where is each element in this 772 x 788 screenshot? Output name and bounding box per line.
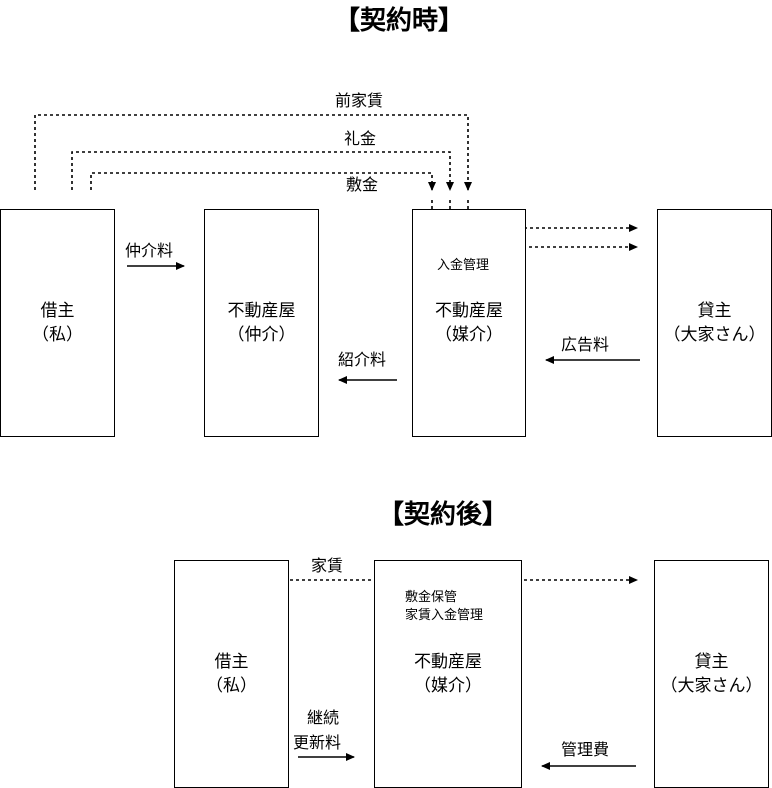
renewal-fee-label-line1: 継続 (307, 708, 340, 727)
management-fee-label: 管理費 (561, 740, 610, 759)
custody-label-line1: 敷金保管 (405, 590, 458, 605)
agent-box-after: 不動産屋 （媒介） (374, 560, 522, 788)
landlord-label: 貸主 (697, 301, 732, 321)
rent-label: 家賃 (311, 556, 344, 575)
renewal-fee-label-line2: 更新料 (293, 733, 342, 752)
agent-after-sublabel: （媒介） (414, 676, 482, 696)
tenant-after-label: 借主 (214, 652, 249, 672)
ad-fee-label: 広告料 (561, 335, 610, 354)
intermediary-sublabel: （媒介） (435, 325, 503, 345)
signing-title: 【契約時】 (334, 6, 465, 36)
tenant-sublabel: （私） (32, 325, 83, 345)
custody-label-line2: 家賃入金管理 (405, 608, 484, 623)
broker-label: 不動産屋 (227, 301, 296, 321)
landlord-sublabel: （大家さん） (663, 325, 766, 345)
key-money-label: 礼金 (344, 129, 377, 148)
landlord-box-signing: 貸主 （大家さん） (657, 209, 772, 437)
after-title: 【契約後】 (378, 500, 509, 530)
tenant-label: 借主 (40, 301, 75, 321)
deposit-line (90, 172, 436, 191)
intermediary-label: 不動産屋 (435, 301, 503, 321)
deposit-label: 敷金 (346, 175, 379, 194)
landlord-box-after: 貸主 （大家さん） (654, 560, 769, 788)
referral-fee-label: 紹介料 (338, 350, 387, 369)
tenant-after-sublabel: （私） (206, 676, 257, 696)
advance-rent-line (34, 114, 472, 191)
agent-after-label: 不動産屋 (414, 652, 482, 672)
broker-sublabel: （仲介） (227, 325, 296, 345)
advance-rent-to-landlord (467, 200, 638, 232)
broker-box-signing: 不動産屋 （仲介） (204, 209, 319, 437)
payment-management-label: 入金管理 (437, 258, 490, 273)
tenant-box-signing: 借主 （私） (0, 209, 115, 437)
landlord-after-label: 貸主 (694, 652, 729, 672)
key-money-line (71, 151, 454, 191)
advance-rent-label: 前家賃 (335, 91, 384, 110)
tenant-box-after: 借主 （私） (174, 560, 289, 788)
landlord-after-sublabel: （大家さん） (660, 676, 763, 696)
intermediary-box-signing: 不動産屋 （媒介） (412, 209, 526, 437)
brokerage-fee-label: 仲介料 (125, 241, 174, 260)
